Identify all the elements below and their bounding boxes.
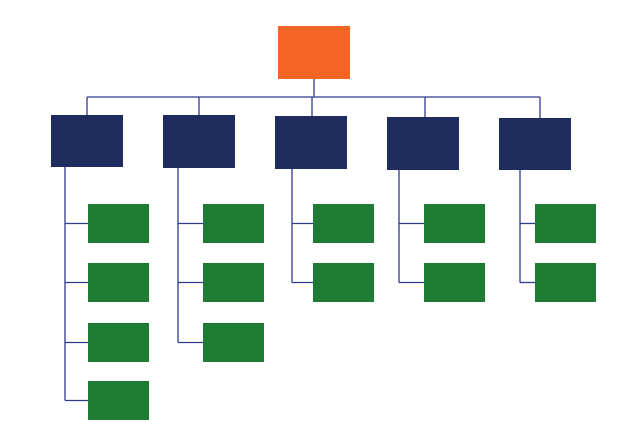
- branch-node-4: [387, 117, 459, 170]
- branch-node-1: [51, 115, 123, 167]
- root-node: [278, 26, 350, 79]
- child-node-2-3: [203, 323, 264, 362]
- child-node-1-4: [88, 381, 149, 420]
- child-node-3-1: [313, 204, 374, 243]
- branch-node-3: [275, 116, 347, 169]
- child-node-2-2: [203, 263, 264, 302]
- child-node-3-2: [313, 263, 374, 302]
- child-node-1-2: [88, 263, 149, 302]
- branch-node-5: [499, 118, 571, 170]
- child-node-4-1: [424, 204, 485, 243]
- child-node-2-1: [203, 204, 264, 243]
- child-node-4-2: [424, 263, 485, 302]
- child-node-1-1: [88, 204, 149, 243]
- child-node-1-3: [88, 323, 149, 362]
- branch-node-2: [163, 115, 235, 168]
- child-node-5-2: [535, 263, 596, 302]
- child-node-5-1: [535, 204, 596, 243]
